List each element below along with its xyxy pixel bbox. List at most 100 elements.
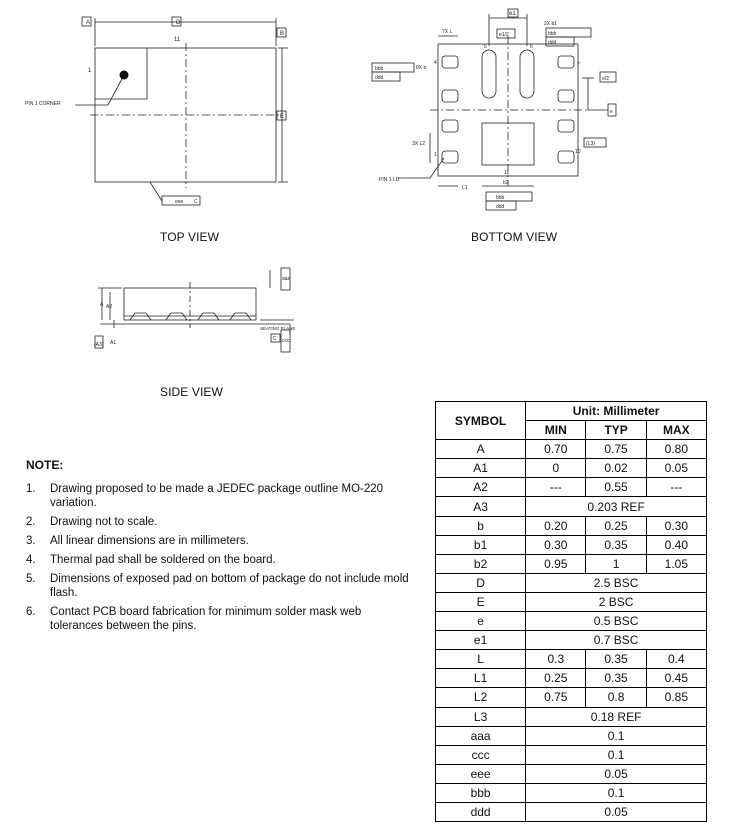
cell-typ: 0.25	[585, 515, 647, 536]
dim-e-label: E	[280, 114, 284, 120]
cell-typ: 1	[585, 553, 647, 574]
seating-plane-label: SEATING PLANE	[260, 326, 295, 331]
bottom-pin7-label: 7	[577, 62, 580, 68]
symbol-header: SYMBOL	[434, 400, 527, 441]
side-datum-c-label: C	[273, 336, 277, 342]
cell-sym: ddd	[434, 801, 527, 823]
dim-e1-label: e1	[509, 11, 516, 17]
note-item: 2.Drawing not to scale.	[26, 516, 158, 528]
datum-a-label: A	[86, 20, 90, 26]
cell-sym: L	[434, 649, 527, 670]
cell-sym: b	[434, 515, 527, 536]
dim-l1-label: L1	[462, 185, 468, 191]
cell-min: 0.95	[525, 553, 587, 574]
dim-e-half-label: e/2	[602, 76, 609, 82]
cell-sym: ccc	[434, 744, 527, 765]
cell-sym: A2	[434, 477, 527, 498]
bottom-bbb-label-3: bbb	[496, 195, 505, 201]
notes-list: 1.Drawing proposed to be made a JEDEC pa…	[26, 482, 416, 638]
cell-max: 0.4	[645, 649, 708, 670]
note-item: 5.Dimensions of exposed pad on bottom of…	[26, 573, 409, 599]
side-dim-a1-label: A1	[110, 340, 116, 346]
bottom-view-label: BOTTOM VIEW	[471, 230, 558, 244]
cell-typ: 0.8	[585, 687, 647, 708]
dim-3x-l2-label: 3X L2	[412, 141, 425, 147]
cell-min: 0.3	[525, 649, 587, 670]
bottom-pin11-label: 11	[504, 170, 509, 176]
cell-span: 0.05	[525, 801, 707, 823]
cell-sym: aaa	[434, 725, 527, 746]
cell-span: 0.1	[525, 782, 707, 803]
cell-typ: 0.55	[585, 477, 647, 498]
cell-sym: bbb	[434, 782, 527, 803]
cell-sym: L2	[434, 687, 527, 708]
bottom-ddd-label-3: ddd	[496, 204, 505, 210]
bottom-pin10-label: 10	[575, 149, 581, 155]
dim-d-label: D	[176, 20, 181, 26]
bottom-pin1-label: 1	[434, 152, 437, 158]
cell-sym: A3	[434, 496, 527, 517]
datum-b-label: B	[280, 31, 284, 37]
cell-max: 1.05	[645, 553, 708, 574]
bottom-pin5-label: 5	[484, 44, 487, 50]
cell-sym: A1	[434, 458, 527, 479]
top-eee-label: eee	[175, 199, 184, 205]
top-pin1-label: 1	[88, 68, 92, 74]
cell-sym: e	[434, 611, 527, 632]
side-dim-a2-label: A2	[106, 304, 112, 310]
side-view-drawing: A A2 A1 (A3) aaa ccc C SEATING PLANE	[94, 267, 295, 353]
max-header: MAX	[645, 420, 708, 441]
top-pin11-label: 11	[174, 37, 181, 43]
cell-span: 0.05	[525, 763, 707, 784]
bottom-bbb-label-2: bbb	[375, 66, 384, 72]
table-row: A2---0.55---	[434, 477, 708, 498]
cell-span: 0.1	[525, 725, 707, 746]
cell-min: 0.30	[525, 534, 587, 555]
note-item: 3.All linear dimensions are in millimete…	[26, 535, 249, 547]
min-header: MIN	[525, 420, 587, 441]
cell-sym: b2	[434, 553, 527, 574]
notes-title: NOTE:	[26, 458, 64, 472]
bottom-view-drawing: e1 e1/2 2X b1 bbb ddd 7X L 5 6 bbb ddd 8…	[371, 8, 617, 211]
bottom-bbb-label-1: bbb	[548, 31, 557, 37]
dim-l3-label: (L3)	[586, 141, 595, 147]
note-item: 6.Contact PCB board fabrication for mini…	[26, 606, 362, 632]
side-ccc-label: ccc	[282, 338, 290, 344]
bottom-pin6-label: 6	[530, 44, 533, 50]
side-aaa-label: aaa	[282, 276, 291, 282]
bottom-ddd-label-1: ddd	[548, 40, 557, 46]
cell-sym: L1	[434, 668, 527, 689]
cell-typ: 0.02	[585, 458, 647, 479]
cell-max: 0.05	[645, 458, 708, 479]
cell-span: 0.203 REF	[525, 496, 707, 517]
cell-min: 0.70	[525, 439, 587, 460]
side-dim-a-label: A	[100, 302, 104, 308]
cell-max: 0.45	[645, 668, 708, 689]
cell-span: 2 BSC	[525, 591, 707, 613]
cell-min: 0	[525, 458, 587, 479]
dim-e-label: e	[610, 109, 613, 115]
pin1-id-label: PIN 1 I.D.	[379, 177, 401, 183]
bottom-ddd-label-2: ddd	[375, 75, 384, 81]
cell-max: 0.85	[645, 687, 708, 708]
dim-b2-label: b2	[503, 180, 509, 186]
cell-sym: D	[434, 572, 527, 593]
cell-typ: 0.35	[585, 649, 647, 670]
cell-span: 2.5 BSC	[525, 572, 707, 593]
cell-min: 0.75	[525, 687, 587, 708]
dim-8x-b-label: 8X b	[416, 65, 427, 71]
top-view-drawing: A D B E 11 1 PIN 1 CORNER eee C	[25, 16, 288, 206]
